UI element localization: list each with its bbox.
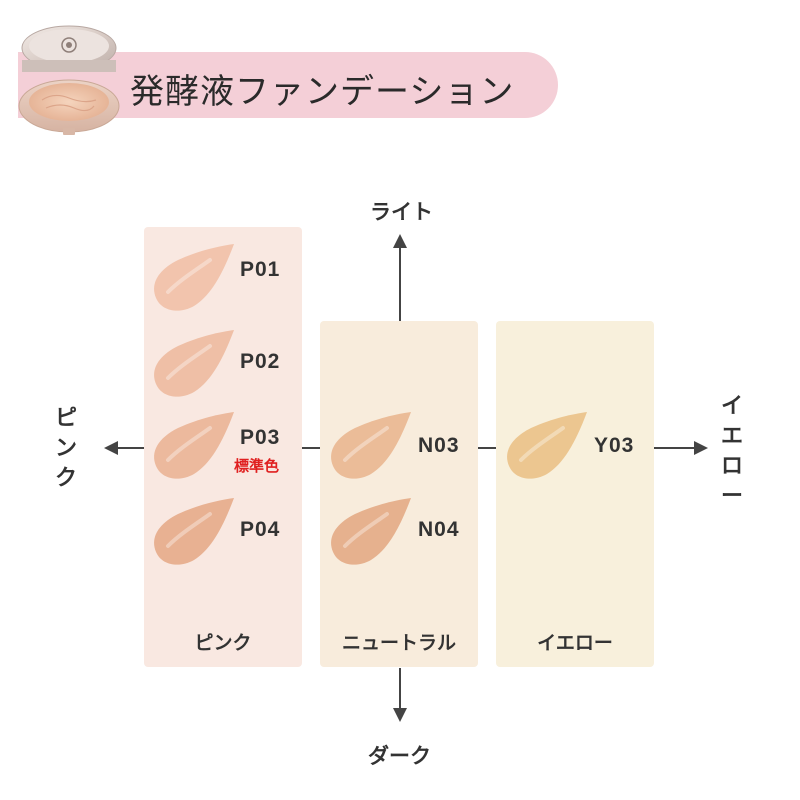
arrow-right-icon <box>694 441 708 455</box>
swatch-p04 <box>154 498 234 565</box>
shade-label-p02: P02 <box>240 350 281 373</box>
standard-shade-badge: 標準色 <box>234 457 280 475</box>
shade-label-y03: Y03 <box>594 434 635 457</box>
swatch-n03 <box>331 412 411 479</box>
column-label-pink: ピンク <box>194 632 252 654</box>
shade-label-n03: N03 <box>418 434 460 457</box>
swatch-p01 <box>154 244 234 311</box>
column-label-neutral: ニュートラル <box>341 632 456 654</box>
swatch-y03 <box>507 412 587 479</box>
arrow-up-icon <box>393 234 407 248</box>
shade-label-n04: N04 <box>418 518 460 541</box>
axis-label-yellow: イエロー <box>720 394 743 509</box>
swatch-p02 <box>154 330 234 397</box>
swatch-p03 <box>154 412 234 479</box>
arrow-down-icon <box>393 708 407 722</box>
arrow-left-icon <box>104 441 118 455</box>
axis-label-pink: ピンク <box>54 406 77 491</box>
column-label-yellow: イエロー <box>537 632 613 654</box>
axis-label-dark: ダーク <box>368 744 431 768</box>
shade-label-p01: P01 <box>240 258 281 281</box>
neutral-column <box>320 321 478 667</box>
swatch-n04 <box>331 498 411 565</box>
cushion-compact-image <box>18 25 120 135</box>
shade-label-p03: P03 <box>240 426 281 449</box>
axis-label-light: ライト <box>370 200 433 224</box>
page-title: 発酵液ファンデーション <box>130 72 515 112</box>
shade-label-p04: P04 <box>240 518 281 541</box>
yellow-column <box>496 321 654 667</box>
